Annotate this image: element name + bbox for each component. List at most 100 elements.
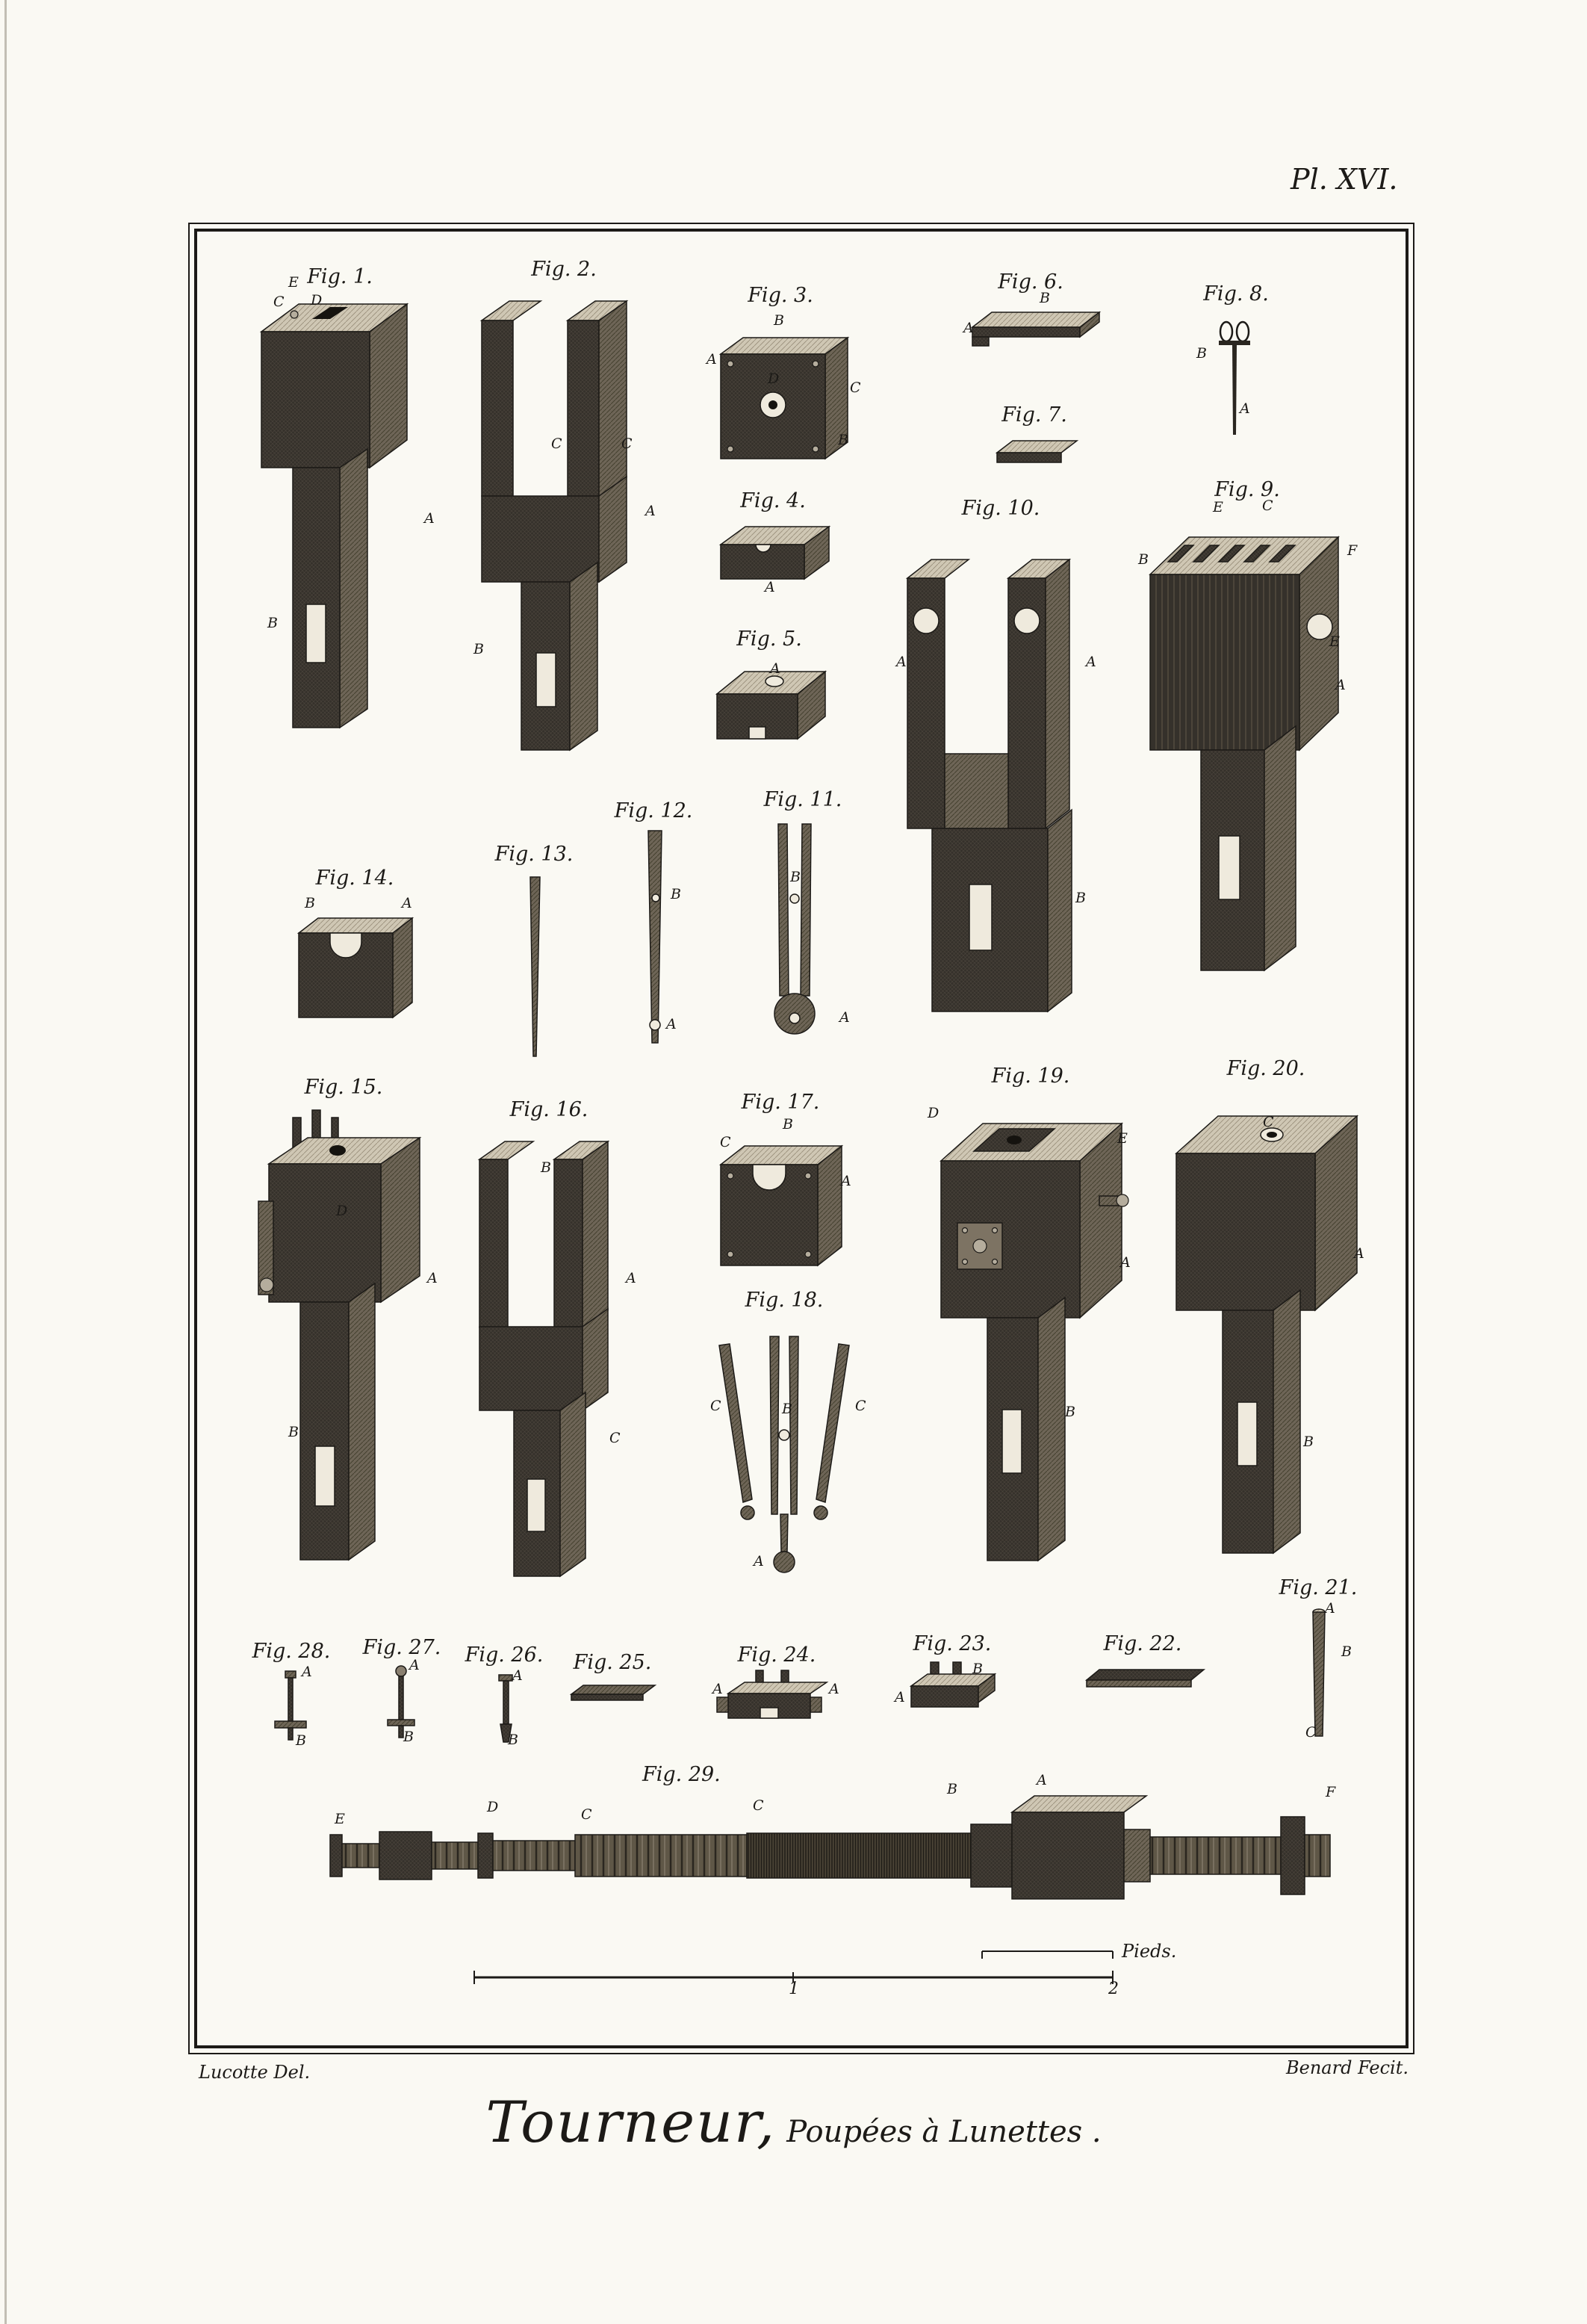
figure-9-letter: E (1213, 499, 1223, 515)
figure-26-label: Fig. 26. (465, 1643, 544, 1667)
figure-13-label: Fig. 13. (494, 843, 574, 866)
figure-16-letter: C (609, 1430, 621, 1446)
figure-29-letter: C (753, 1797, 764, 1814)
figure-5: Fig. 5. A (706, 628, 833, 766)
figure-29-letter: E (335, 1811, 345, 1827)
figure-1-letter: D (311, 292, 323, 309)
figure-18-letter: B (782, 1401, 792, 1417)
figure-8-drawing (1219, 320, 1250, 435)
figure-14-letter: B (305, 895, 315, 911)
figure-29-label: Fig. 29. (642, 1763, 721, 1786)
figure-9-letter: F (1347, 542, 1358, 559)
figure-21-label: Fig. 21. (1279, 1576, 1358, 1599)
figure-9-letter: A (1335, 677, 1346, 693)
figure-15-label: Fig. 15. (304, 1076, 383, 1099)
figure-26-drawing (498, 1674, 513, 1743)
figure-10: Fig. 10. A A B (896, 497, 1105, 1050)
credit-engraver-left: Lucotte Del. (199, 2062, 311, 2083)
figure-19-drawing (940, 1122, 1129, 1562)
figure-6-letter: B (1040, 290, 1050, 306)
figure-14: Fig. 14. B A (284, 867, 426, 1023)
figure-20: Fig. 20. C A B (1161, 1057, 1370, 1572)
figure-23: Fig. 23. A B (889, 1632, 1016, 1722)
figure-29-letter: A (1037, 1772, 1047, 1788)
figure-27-letter: A (409, 1657, 420, 1673)
figure-26: Fig. 26. A B (463, 1643, 545, 1752)
figure-18-letter: C (710, 1398, 721, 1414)
figure-7-label: Fig. 7. (1001, 403, 1067, 427)
figure-2: Fig. 2. C C A B (463, 258, 665, 781)
plate-title: Tourneur, Poupées à Lunettes . (0, 2089, 1587, 2155)
figure-15-letter: D (336, 1203, 348, 1219)
figure-3-letter: C (850, 379, 861, 396)
figure-16-letter: B (541, 1159, 551, 1176)
figure-20-letter: B (1303, 1434, 1314, 1450)
figure-20-label: Fig. 20. (1226, 1057, 1305, 1080)
figure-21-letter: C (1305, 1724, 1317, 1741)
figure-17-label: Fig. 17. (741, 1091, 820, 1114)
figure-21-drawing (1312, 1608, 1326, 1737)
figure-17-letter: C (720, 1134, 731, 1150)
figure-24-letter: A (712, 1681, 723, 1697)
figure-16-drawing (477, 1140, 610, 1578)
figure-28-label: Fig. 28. (252, 1640, 331, 1663)
figure-16-letter: A (626, 1270, 636, 1286)
figure-20-drawing (1175, 1115, 1358, 1555)
figure-29-letter: B (947, 1781, 957, 1797)
figure-3-letter: B (774, 312, 784, 329)
figure-28-letter: B (296, 1732, 306, 1749)
figure-27-letter: B (403, 1729, 414, 1745)
figure-29: Fig. 29. E D C C B A F (321, 1763, 1352, 1935)
figure-29-letter: C (581, 1806, 592, 1823)
figure-19-letter: E (1117, 1130, 1128, 1147)
figure-13: Fig. 13. (493, 843, 575, 1059)
figure-27-label: Fig. 27. (362, 1636, 441, 1659)
figure-12-drawing (647, 830, 662, 1044)
figure-24-drawing (716, 1670, 829, 1719)
figure-22-label: Fig. 22. (1103, 1632, 1182, 1655)
figure-24: Fig. 24. A A (709, 1643, 844, 1729)
figure-1-letter: E (288, 274, 299, 291)
figure-11-drawing (774, 823, 816, 1035)
figure-4-drawing (718, 525, 831, 580)
figure-1-letter: B (267, 615, 278, 631)
figure-11: Fig. 11. B A (747, 788, 859, 1050)
figure-3-label: Fig. 3. (748, 284, 813, 307)
figure-18-label: Fig. 18. (745, 1289, 824, 1312)
figure-17-drawing (718, 1144, 844, 1267)
figure-24-label: Fig. 24. (737, 1643, 816, 1667)
figure-19-letter: A (1120, 1254, 1131, 1271)
figure-26-letter: A (512, 1667, 523, 1684)
figure-28: Fig. 28. A B (246, 1640, 336, 1756)
figure-10-letter: A (1086, 654, 1096, 670)
figure-18-drawing (718, 1336, 850, 1573)
figure-7: Fig. 7. (986, 403, 1083, 471)
figure-10-drawing (905, 558, 1072, 1013)
figure-19: Fig. 19. D E A B (926, 1065, 1135, 1580)
figure-5-label: Fig. 5. (736, 628, 802, 651)
figure-12-letter: A (666, 1016, 677, 1032)
figure-5-letter: A (770, 660, 780, 677)
figure-3: Fig. 3. B A D C B (702, 284, 861, 463)
figure-3-letter: B (838, 432, 848, 448)
figure-13-drawing (529, 876, 541, 1057)
plate-title-sub: Poupées à Lunettes . (786, 2115, 1102, 2149)
figure-2-label: Fig. 2. (531, 258, 597, 281)
scale-unit-label: Pieds. (1122, 1941, 1177, 1962)
figure-6-drawing (970, 311, 1102, 347)
figure-17: Fig. 17. C B A (702, 1091, 859, 1270)
figure-7-drawing (995, 440, 1079, 463)
figure-8-letter: B (1196, 345, 1207, 362)
figure-10-letter: A (896, 654, 907, 670)
figure-4-label: Fig. 4. (740, 489, 806, 512)
figure-21-letter: A (1325, 1600, 1335, 1617)
figure-9-letter: C (1262, 498, 1273, 514)
figure-12-letter: B (671, 886, 681, 902)
figure-15-letter: A (427, 1270, 438, 1286)
figure-14-label: Fig. 14. (315, 867, 394, 890)
figure-19-label: Fig. 19. (991, 1065, 1070, 1088)
figure-9-letter: B (1138, 551, 1149, 568)
figure-16-label: Fig. 16. (509, 1098, 588, 1121)
plate-title-main: Tourneur, (485, 2089, 777, 2155)
